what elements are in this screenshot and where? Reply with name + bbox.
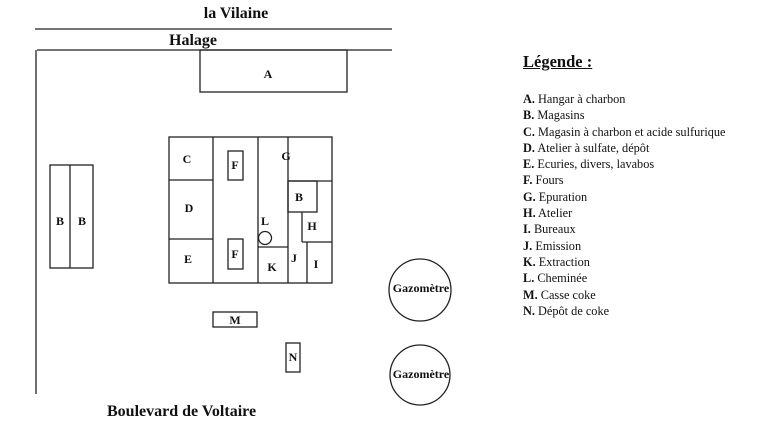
building-f-label: F <box>231 247 238 261</box>
legend-item-label: Atelier <box>538 206 573 221</box>
building-c-label: C <box>183 152 192 166</box>
legend-item: H. Atelier <box>523 205 726 221</box>
legend-item-label: Dépôt de coke <box>538 303 610 318</box>
legend-item: M. Casse coke <box>523 287 726 303</box>
building-f-bottom <box>227 238 244 270</box>
building-j-label: J <box>291 251 297 265</box>
legend-item-key: A. <box>523 92 535 106</box>
building-b-small-label: B <box>295 190 303 204</box>
legend-item-label: Epuration <box>538 189 588 204</box>
legend-item-key: B. <box>523 108 535 123</box>
legend-item-key: K. <box>523 254 536 269</box>
building-l-label: L <box>261 214 269 228</box>
building-e-label: E <box>184 252 192 266</box>
legend-item-label: Bureaux <box>533 222 576 237</box>
gasometer-2 <box>389 344 451 406</box>
legend-item-key: F. <box>523 173 533 188</box>
legend-item: K. Extraction <box>523 254 726 270</box>
building-f-label: F <box>231 158 238 172</box>
building-n-label: N <box>289 350 298 364</box>
legend-item-label: Casse coke <box>540 287 596 302</box>
legend-item-label: Magasins <box>537 108 585 123</box>
legend-item-label: Extraction <box>538 254 590 269</box>
legend-item-key: G. <box>523 189 536 204</box>
legend-item-label: Emission <box>535 238 582 253</box>
legend-item: I. Bureaux <box>523 221 726 237</box>
legend-item-key: L. <box>523 271 535 286</box>
gasometer-2-label: Gazomètre <box>393 367 450 381</box>
legend-item-label: Atelier à sulfate, dépôt <box>537 140 650 155</box>
legend-item-label: Fours <box>535 173 564 188</box>
legend-item: B. Magasins <box>523 107 726 123</box>
legend-item-key: I. <box>523 222 531 237</box>
gasometer-1 <box>388 258 452 322</box>
legend-item: N. Dépôt de coke <box>523 303 726 319</box>
legend-item: E. Ecuries, divers, lavabos <box>523 156 726 172</box>
gasometer-1-label: Gazomètre <box>393 281 450 295</box>
legend-item-key: D. <box>523 140 535 155</box>
legend-item: G. Epuration <box>523 189 726 205</box>
legend-item: A. Hangar à charbon <box>523 91 726 107</box>
building-n <box>285 342 301 373</box>
legend-item: F. Fours <box>523 172 726 188</box>
legend-item-label: Hangar à charbon <box>538 92 626 106</box>
main-block: C D E F F G B H L K J I <box>168 136 333 284</box>
main-block-outline <box>168 136 333 284</box>
legend-item-key: H. <box>523 206 536 221</box>
building-b-label: B <box>56 214 64 228</box>
legend-item-key: J. <box>523 238 533 253</box>
towpath-label: Halage <box>169 32 217 49</box>
legend-item: C. Magasin à charbon et acide sulfurique <box>523 124 726 140</box>
legend-item: D. Atelier à sulfate, dépôt <box>523 140 726 156</box>
building-d-label: D <box>185 201 194 215</box>
building-h-label: H <box>307 219 317 233</box>
building-k-label: K <box>267 260 277 274</box>
legend-item-label: Magasin à charbon et acide sulfurique <box>538 124 726 139</box>
building-b-label: B <box>78 214 86 228</box>
legend-item: J. Emission <box>523 238 726 254</box>
building-f-top <box>227 150 244 181</box>
river-label: la Vilaine <box>204 5 268 22</box>
legend-item-key: E. <box>523 157 535 172</box>
street-label: Boulevard de Voltaire <box>107 403 256 420</box>
building-a <box>199 49 348 93</box>
building-m-label: M <box>229 313 240 327</box>
building-b-left <box>49 164 94 269</box>
building-a-label: A <box>264 67 273 81</box>
legend-item-key: C. <box>523 124 535 139</box>
building-i-label: I <box>314 257 319 271</box>
legend-title: Légende : <box>523 52 593 71</box>
chimney-l-circle <box>257 230 273 246</box>
building-g-label: G <box>281 149 290 163</box>
building-m <box>212 311 258 328</box>
legend-item-label: Cheminée <box>537 271 588 286</box>
legend-item-key: M. <box>523 287 538 302</box>
legend-item-label: Ecuries, divers, lavabos <box>537 157 655 172</box>
legend-item: L. Cheminée <box>523 270 726 286</box>
legend-item-key: N. <box>523 303 535 318</box>
